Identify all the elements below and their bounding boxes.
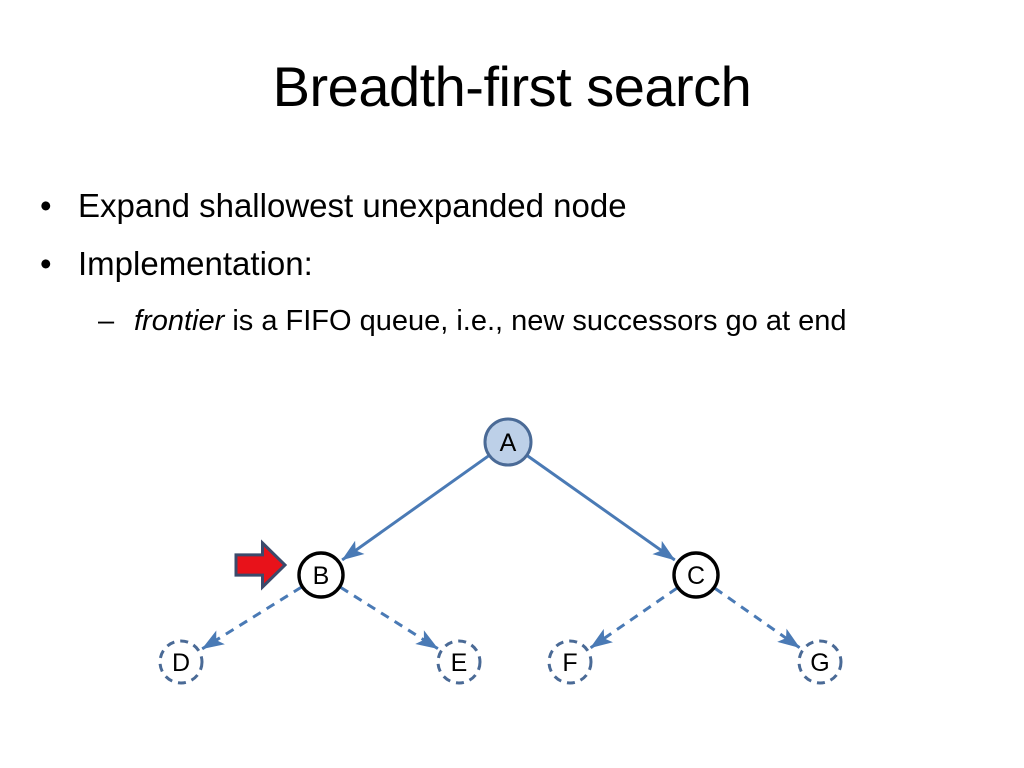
dash-marker-icon: – — [98, 304, 115, 337]
tree-node-e[interactable]: E — [436, 639, 482, 685]
tree-edges — [201, 454, 801, 651]
tree-edge-a-b — [341, 454, 490, 562]
tree-edge-b-e — [339, 585, 439, 650]
next-node-pointer-icon[interactable] — [234, 539, 288, 591]
tree-node-f[interactable]: F — [547, 639, 593, 685]
node-label-g: G — [810, 649, 829, 677]
tree-edge-a-c — [526, 454, 676, 562]
node-circle-b — [297, 551, 345, 599]
tree-node-d[interactable]: D — [158, 639, 204, 685]
node-circle-a — [483, 417, 533, 467]
bullet-marker-icon: • — [40, 245, 52, 283]
node-circle-d — [158, 639, 204, 685]
page-title: Breadth-first search — [272, 55, 752, 118]
tree-node-g[interactable]: G — [797, 639, 843, 685]
bullet-item-2: • Implementation: — [30, 244, 960, 284]
tree-edge-c-g — [713, 586, 801, 649]
node-label-b: B — [313, 562, 330, 590]
body-content: • Expand shallowest unexpanded node • Im… — [30, 186, 960, 339]
tree-edge-c-f — [589, 586, 678, 650]
tree-nodes: A B C D E F G — [158, 417, 843, 685]
node-label-e: E — [451, 649, 468, 677]
node-label-f: F — [562, 649, 577, 677]
sub-bullet-item-1: – frontier is a FIFO queue, i.e., new su… — [30, 303, 960, 339]
pointer-layer — [234, 539, 288, 591]
tree-edge-b-d — [201, 585, 303, 651]
node-circle-c — [672, 551, 720, 599]
sub-bullet-text: is a FIFO queue, i.e., new successors go… — [224, 304, 847, 337]
node-circle-f — [547, 639, 593, 685]
bullet-text-2: Implementation: — [78, 245, 313, 283]
node-circle-g — [797, 639, 843, 685]
node-label-c: C — [687, 562, 705, 590]
bullet-item-1: • Expand shallowest unexpanded node — [30, 186, 960, 226]
tree-node-c[interactable]: C — [672, 551, 720, 599]
sub-bullet-emphasis: frontier — [134, 304, 225, 337]
bullet-marker-icon: • — [40, 187, 52, 224]
node-label-d: D — [172, 649, 190, 677]
tree-node-b[interactable]: B — [297, 551, 345, 599]
tree-node-a[interactable]: A — [483, 417, 533, 467]
bullet-text-1: Expand shallowest unexpanded node — [78, 187, 627, 224]
node-label-a: A — [500, 429, 517, 457]
node-circle-e — [436, 639, 482, 685]
